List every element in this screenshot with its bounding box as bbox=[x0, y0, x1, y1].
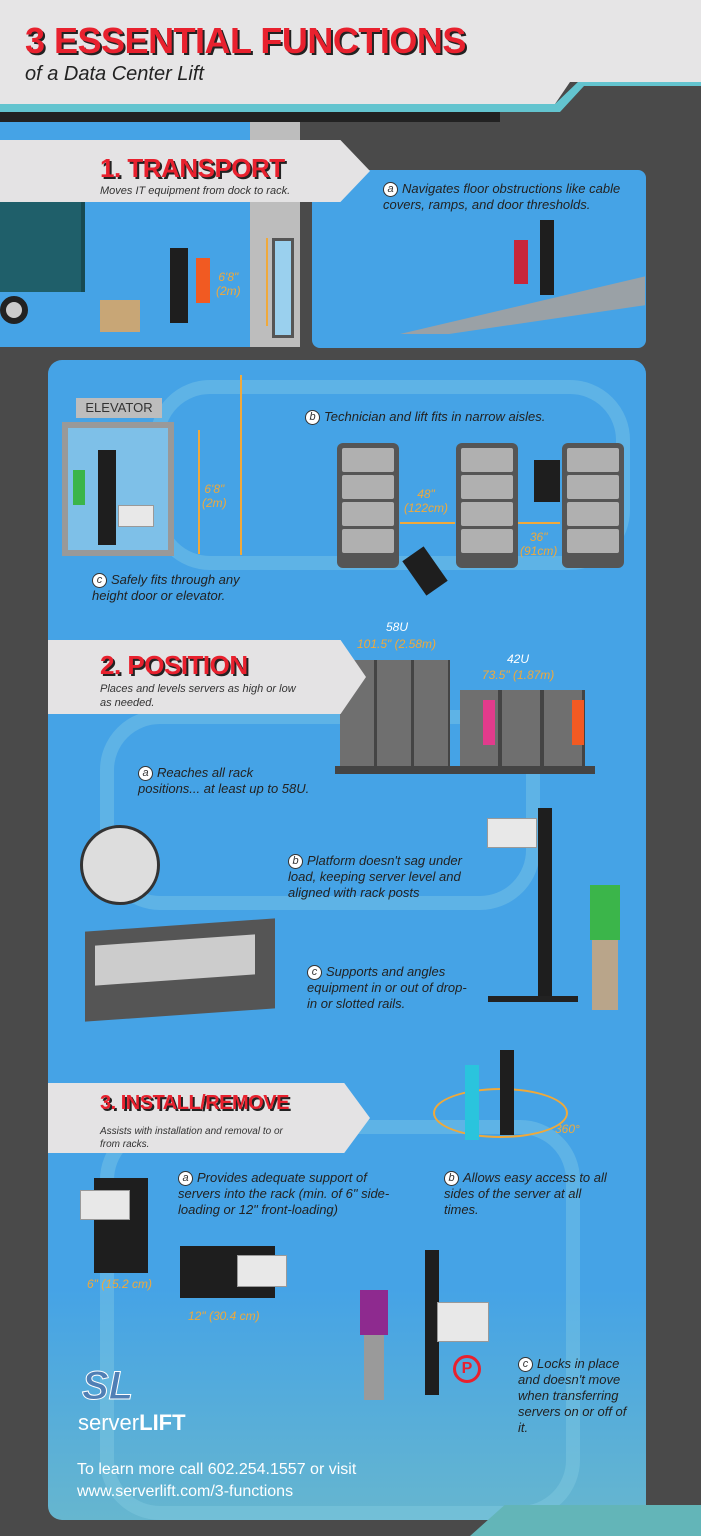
cta-text: To learn more call 602.254.1557 or visit… bbox=[77, 1459, 356, 1503]
footer-accent bbox=[470, 1505, 701, 1536]
letter-badge: c bbox=[518, 1357, 533, 1372]
aisle-narrow-label: 36"(91cm) bbox=[520, 530, 558, 558]
server-icon bbox=[237, 1255, 287, 1287]
section-subtitle: Assists with installation and removal to… bbox=[100, 1126, 283, 1150]
serverlift-logo-text: serverLIFT bbox=[78, 1410, 186, 1435]
front-load-label: 12" (30.4 cm) bbox=[188, 1309, 260, 1323]
technician-icon bbox=[514, 240, 528, 284]
truck-wheel-icon bbox=[0, 296, 28, 324]
letter-badge: c bbox=[92, 573, 107, 588]
lift-icon bbox=[538, 808, 552, 998]
page-title: 3 ESSENTIAL FUNCTIONS bbox=[25, 20, 466, 61]
elevator-dimension-line bbox=[198, 430, 200, 554]
rack-58u-label: 58U bbox=[386, 620, 409, 634]
letter-badge: a bbox=[178, 1171, 193, 1186]
rack-42u-height: 73.5" (1.87m) bbox=[482, 668, 555, 682]
section-subtitle: Moves IT equipment from dock to rack. bbox=[100, 185, 291, 197]
rack-row-icon bbox=[456, 443, 518, 568]
technician-icon bbox=[73, 470, 85, 505]
server-rack-42u-icon bbox=[460, 690, 585, 768]
server-icon bbox=[437, 1302, 489, 1342]
lift-icon bbox=[170, 248, 188, 323]
technician-icon bbox=[360, 1290, 388, 1335]
server-icon bbox=[118, 505, 154, 527]
section-title: 1. TRANSPORT bbox=[100, 153, 285, 183]
section-subtitle: Places and levels servers as high or low… bbox=[100, 683, 296, 709]
technician-icon bbox=[465, 1065, 479, 1140]
door-height-label: 6'8"(2m) bbox=[216, 270, 241, 298]
server-box-icon bbox=[100, 300, 140, 332]
section-banner-install bbox=[48, 1083, 370, 1153]
rack-row-icon bbox=[337, 443, 399, 568]
elevator-sign: ELEVATOR bbox=[76, 398, 162, 418]
lift-icon bbox=[98, 450, 116, 545]
elevator-height-label: 6'8"(2m) bbox=[202, 482, 227, 510]
server-icon bbox=[80, 1190, 130, 1220]
side-load-label: 6" (15.2 cm) bbox=[87, 1277, 152, 1291]
lift-topview-icon bbox=[534, 460, 560, 502]
section-banner-transport bbox=[0, 140, 370, 202]
rotation-label: 360° bbox=[555, 1122, 580, 1136]
section-title: 3. INSTALL/REMOVE bbox=[100, 1092, 289, 1114]
technician-icon bbox=[483, 700, 495, 745]
letter-badge: b bbox=[444, 1171, 459, 1186]
aisle-dimension-line bbox=[400, 522, 455, 524]
serverlift-logo-mark: SL bbox=[82, 1364, 134, 1408]
door-dimension-line bbox=[266, 238, 268, 326]
lift-icon bbox=[425, 1250, 439, 1395]
lift-icon bbox=[500, 1050, 514, 1135]
parking-brake-icon: P bbox=[453, 1355, 481, 1383]
server-icon bbox=[487, 818, 537, 848]
technician-icon bbox=[590, 885, 620, 940]
aisle-wide-label: 48"(122cm) bbox=[404, 487, 449, 515]
aisle-dimension-line bbox=[518, 522, 560, 524]
technician-icon bbox=[572, 700, 584, 745]
header-shadow-band bbox=[0, 112, 500, 122]
technician-icon bbox=[196, 258, 210, 303]
door-icon bbox=[272, 238, 294, 338]
letter-badge: a bbox=[138, 766, 153, 781]
lift-base-icon bbox=[488, 996, 578, 1002]
letter-badge: c bbox=[307, 965, 322, 980]
technician-legs-icon bbox=[364, 1335, 384, 1400]
letter-badge: b bbox=[288, 854, 303, 869]
letter-badge: b bbox=[305, 410, 320, 425]
section-banner-position bbox=[48, 640, 366, 714]
rack-42u-label: 42U bbox=[507, 652, 530, 666]
technician-legs-icon bbox=[592, 940, 618, 1010]
lift-icon bbox=[540, 220, 554, 295]
rack-58u-height: 101.5" (2.58m) bbox=[357, 637, 436, 651]
page-subtitle: of a Data Center Lift bbox=[25, 63, 204, 85]
website-link[interactable]: www.serverlift.com/3-functions bbox=[77, 1483, 294, 1500]
section-title: 2. POSITION bbox=[100, 650, 248, 680]
rail-detail-magnifier-icon bbox=[80, 825, 160, 905]
floor-icon bbox=[335, 766, 595, 774]
letter-badge: a bbox=[383, 182, 398, 197]
rack-row-icon bbox=[562, 443, 624, 568]
connector-line bbox=[240, 375, 242, 555]
